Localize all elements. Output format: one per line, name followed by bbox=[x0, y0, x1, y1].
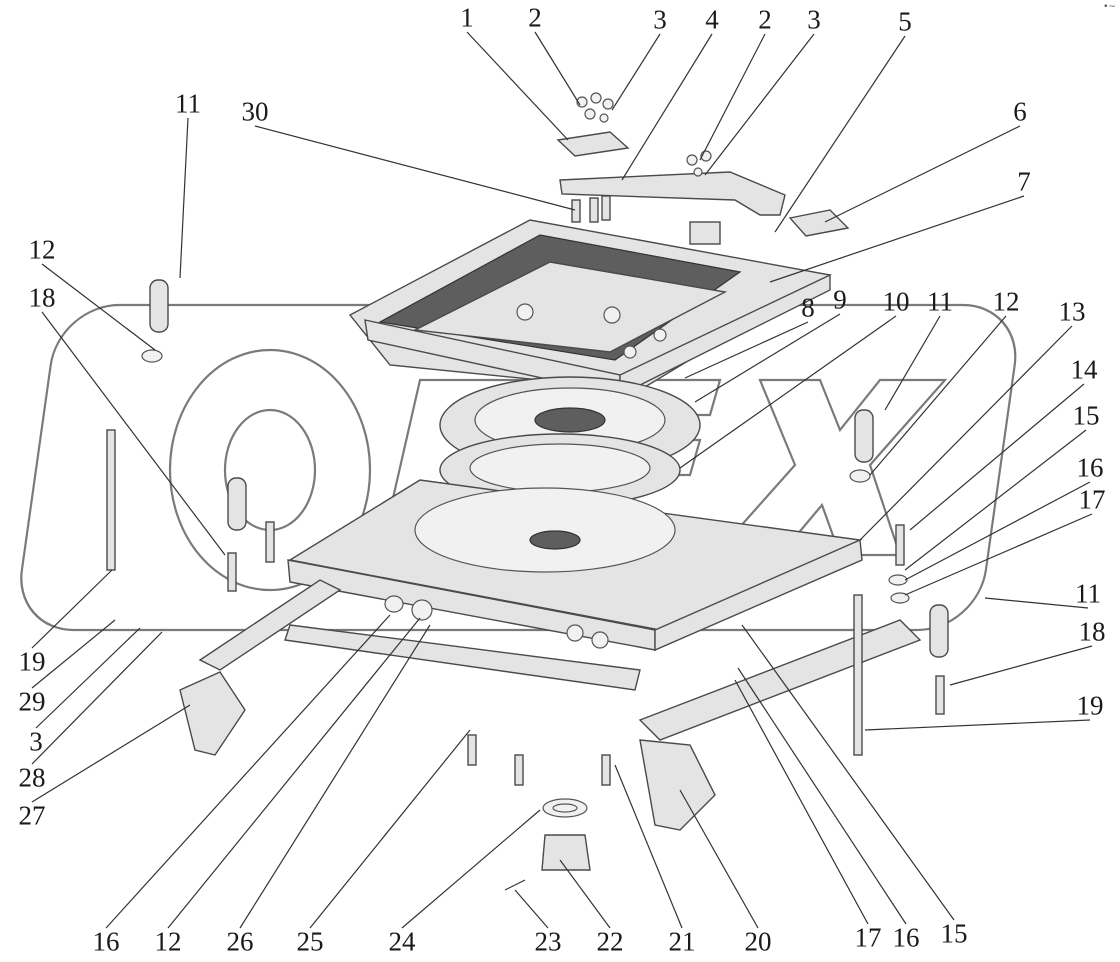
leader-line-c16c bbox=[737, 667, 907, 925]
leader-line-c19a bbox=[31, 569, 113, 649]
callout-label-c16a: 16 bbox=[1076, 452, 1104, 483]
turntable-ring-lower bbox=[439, 433, 681, 507]
callout-label-c17a: 17 bbox=[1078, 484, 1106, 515]
leader-line-c16a bbox=[904, 481, 1091, 581]
leader-line-c25 bbox=[309, 729, 471, 929]
callout-label-c12b: 12 bbox=[992, 286, 1020, 317]
callout-label-c11c: 11 bbox=[1075, 578, 1101, 609]
callout-label-c1: 1 bbox=[460, 2, 474, 33]
leader-line-c3a bbox=[611, 33, 661, 111]
leader-line-c6 bbox=[824, 125, 1021, 223]
callout-label-c18b: 18 bbox=[1078, 616, 1106, 647]
top-bar-part-4 bbox=[559, 150, 850, 245]
callout-label-c24: 24 bbox=[388, 926, 416, 957]
leader-line-c8 bbox=[684, 321, 809, 379]
callout-label-c26: 26 bbox=[226, 926, 254, 957]
callout-label-c8: 8 bbox=[801, 292, 815, 323]
callout-label-c13: 13 bbox=[1058, 296, 1086, 327]
leader-line-c2b bbox=[699, 33, 766, 161]
leader-line-c9 bbox=[694, 313, 841, 403]
leader-line-c22 bbox=[559, 859, 611, 929]
leader-line-c11a bbox=[179, 117, 189, 279]
leader-line-c12a bbox=[41, 263, 156, 351]
callout-label-c30: 30 bbox=[241, 96, 269, 127]
leader-line-c18a bbox=[41, 311, 226, 556]
leader-line-c11b bbox=[884, 315, 941, 411]
leader-line-c4 bbox=[621, 33, 713, 181]
corner-mark: •~ bbox=[1103, 2, 1116, 12]
callout-label-c3c: 3 bbox=[29, 726, 43, 757]
callout-label-c12a: 12 bbox=[28, 234, 56, 265]
leader-line-c26 bbox=[239, 624, 431, 929]
leader-line-c7 bbox=[769, 195, 1025, 283]
callout-label-c7: 7 bbox=[1017, 166, 1031, 197]
leader-line-c17a bbox=[904, 513, 1093, 596]
leader-line-c14 bbox=[909, 383, 1085, 531]
leader-line-c15b bbox=[741, 624, 955, 921]
leader-lines bbox=[31, 31, 1093, 929]
fasteners bbox=[106, 279, 949, 891]
seat-base-pan bbox=[348, 219, 832, 397]
callout-label-c6: 6 bbox=[1013, 96, 1027, 127]
callout-label-c28: 28 bbox=[18, 762, 46, 793]
leader-line-c30 bbox=[254, 125, 576, 211]
callout-label-c16b: 16 bbox=[92, 926, 120, 957]
leader-line-c2a bbox=[534, 31, 581, 106]
callout-label-c22: 22 bbox=[596, 926, 624, 957]
callout-label-c2b: 2 bbox=[758, 4, 772, 35]
callout-label-c15b: 15 bbox=[940, 918, 968, 949]
callout-label-c16c: 16 bbox=[892, 922, 920, 953]
leader-line-c23 bbox=[514, 889, 549, 929]
callout-label-c3b: 3 bbox=[807, 4, 821, 35]
callout-label-c20: 20 bbox=[744, 926, 772, 957]
lower-frame-plate bbox=[287, 479, 863, 652]
callout-label-c17b: 17 bbox=[854, 922, 882, 953]
leader-line-c17b bbox=[734, 679, 869, 925]
leader-line-c15a bbox=[904, 429, 1087, 571]
callout-label-c18a: 18 bbox=[28, 282, 56, 313]
leader-line-c3b bbox=[704, 33, 815, 176]
callout-label-c19b: 19 bbox=[1076, 690, 1104, 721]
callout-label-c23: 23 bbox=[534, 926, 562, 957]
callout-label-c3a: 3 bbox=[653, 4, 667, 35]
leader-line-c20 bbox=[679, 789, 759, 929]
slide-rail-right bbox=[638, 619, 922, 831]
callout-label-c29: 29 bbox=[18, 686, 46, 717]
leader-line-c12b bbox=[869, 315, 1007, 476]
leader-line-c3c bbox=[35, 627, 141, 729]
slide-rail-left bbox=[179, 579, 641, 756]
leader-line-c29 bbox=[31, 619, 116, 689]
callout-label-c15a: 15 bbox=[1072, 400, 1100, 431]
leader-line-c18b bbox=[949, 645, 1093, 686]
leader-line-c16b bbox=[105, 614, 391, 929]
callout-label-c11a: 11 bbox=[175, 88, 201, 119]
leader-line-c24 bbox=[401, 809, 541, 929]
callout-label-c25: 25 bbox=[296, 926, 324, 957]
leader-line-c12c bbox=[167, 617, 421, 929]
callout-label-c12c: 12 bbox=[154, 926, 182, 957]
leader-line-c1 bbox=[466, 31, 569, 141]
callout-label-c19a: 19 bbox=[18, 646, 46, 677]
callout-label-c21: 21 bbox=[668, 926, 696, 957]
leader-line-c28 bbox=[31, 631, 163, 765]
callout-label-c27: 27 bbox=[18, 800, 46, 831]
leader-line-c10 bbox=[679, 315, 897, 469]
leader-line-c11c bbox=[984, 597, 1089, 609]
callout-label-c11b: 11 bbox=[927, 286, 953, 317]
leader-line-c5 bbox=[774, 35, 906, 233]
callout-label-c14: 14 bbox=[1070, 354, 1098, 385]
callout-label-c5: 5 bbox=[898, 6, 912, 37]
callout-label-c9: 9 bbox=[833, 284, 847, 315]
callout-label-c4: 4 bbox=[705, 4, 719, 35]
leader-line-c13 bbox=[859, 325, 1073, 541]
leader-line-c21 bbox=[614, 764, 683, 929]
leader-line-c27 bbox=[31, 704, 191, 803]
callout-label-c10: 10 bbox=[882, 286, 910, 317]
callout-label-c2a: 2 bbox=[528, 2, 542, 33]
leader-line-c19b bbox=[864, 719, 1091, 731]
